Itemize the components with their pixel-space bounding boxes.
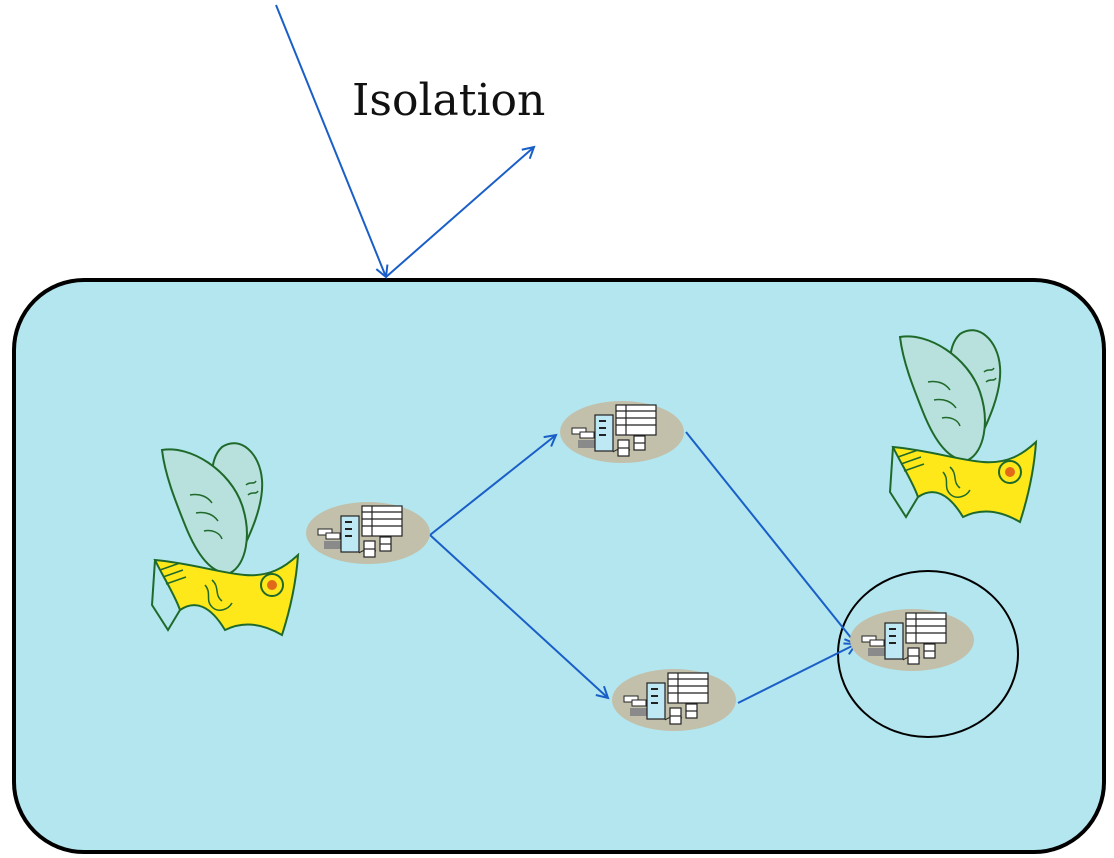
flow-arrow-left-to-top [429,435,556,536]
database-node-bottom-icon [611,668,737,732]
deflected-arrow [385,147,534,278]
isolation-label: Isolation [352,75,545,126]
flow-arrow-top-to-right [685,431,856,644]
database-node-top-icon [559,400,685,464]
flow-arrow-bottom-to-right [737,644,856,704]
incoming-arrow [275,4,386,277]
database-node-right-icon [849,608,975,672]
container-box [12,278,1106,854]
database-node-left-icon [305,501,431,565]
flow-arrow-left-to-bottom [429,534,608,698]
